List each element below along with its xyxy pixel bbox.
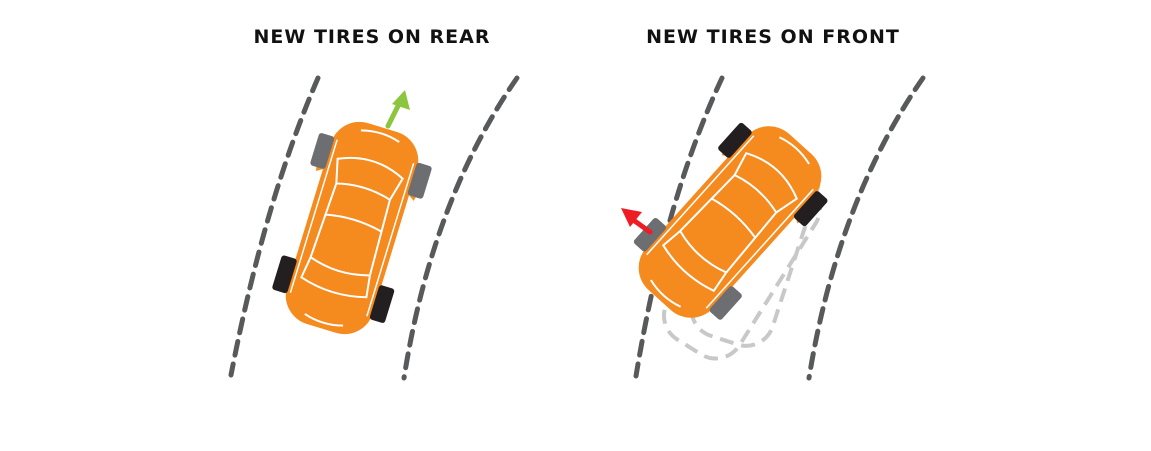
tire-front-left-worn	[310, 133, 335, 169]
car-front-example	[619, 107, 841, 337]
tire-rear-left-worn	[633, 217, 667, 252]
tire-front-left-new	[718, 122, 752, 158]
tire-front-right-new	[793, 191, 828, 227]
lane-line-left-inner	[401, 75, 520, 381]
lane-line-right-outer	[633, 75, 725, 379]
arrow-slide-out-icon	[621, 208, 653, 235]
panel-front	[619, 75, 926, 381]
car-rear-example	[269, 111, 435, 345]
lane-line-right-inner	[806, 75, 926, 381]
panel-rear	[228, 75, 520, 381]
arrow-stay-on-course-icon	[385, 90, 410, 129]
tire-rear-right-worn	[709, 286, 742, 320]
tire-front-right-worn	[407, 162, 432, 199]
tire-rear-right-new	[369, 285, 395, 323]
lane-line-left-outer	[228, 75, 321, 378]
panel-title-front: NEW TIRES ON FRONT	[646, 26, 900, 48]
panel-title-rear: NEW TIRES ON REAR	[253, 26, 491, 48]
tire-rear-left-new	[272, 255, 297, 294]
